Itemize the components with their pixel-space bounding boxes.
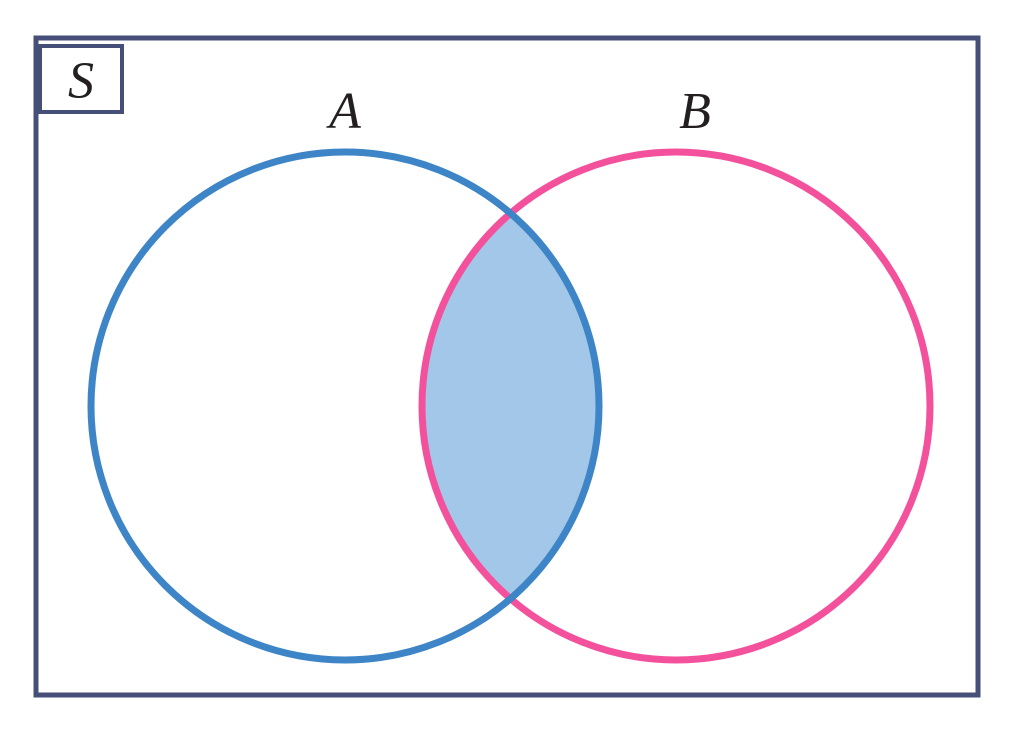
universal-set-label-box (38, 44, 124, 114)
set-b-label: B (679, 83, 711, 140)
universal-set-label: S (68, 52, 94, 109)
set-a-label: A (326, 83, 361, 140)
intersection-region-group (422, 152, 599, 660)
intersection-shaded-region (422, 152, 599, 660)
set-a-circle[interactable] (87, 148, 603, 664)
set-b-circle[interactable] (418, 148, 934, 664)
